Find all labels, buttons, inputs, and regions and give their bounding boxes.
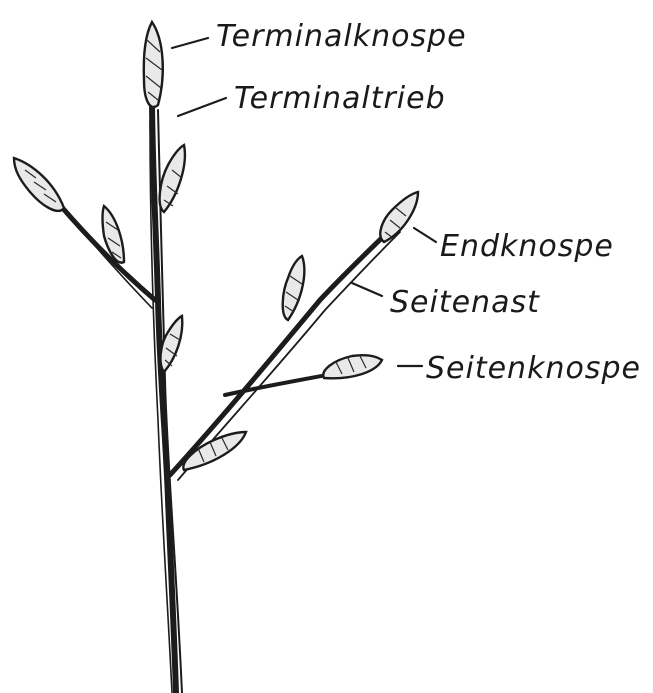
lateral-bud-side-branch-upper: [283, 256, 305, 320]
lateral-bud-left-tip: [14, 158, 64, 211]
lateral-bud-upper-main: [160, 145, 185, 212]
terminal-bud: [144, 22, 163, 107]
label-side-branch: Seitenast: [390, 285, 540, 320]
end-bud: [380, 192, 418, 242]
label-end-bud: Endknospe: [440, 229, 614, 264]
side-branch: [170, 225, 400, 480]
label-terminal-bud: Terminalknospe: [216, 19, 467, 54]
label-terminal-shoot: Terminaltrieb: [234, 81, 446, 116]
side-bud: [323, 355, 382, 378]
label-side-bud: Seitenknospe: [426, 351, 641, 386]
